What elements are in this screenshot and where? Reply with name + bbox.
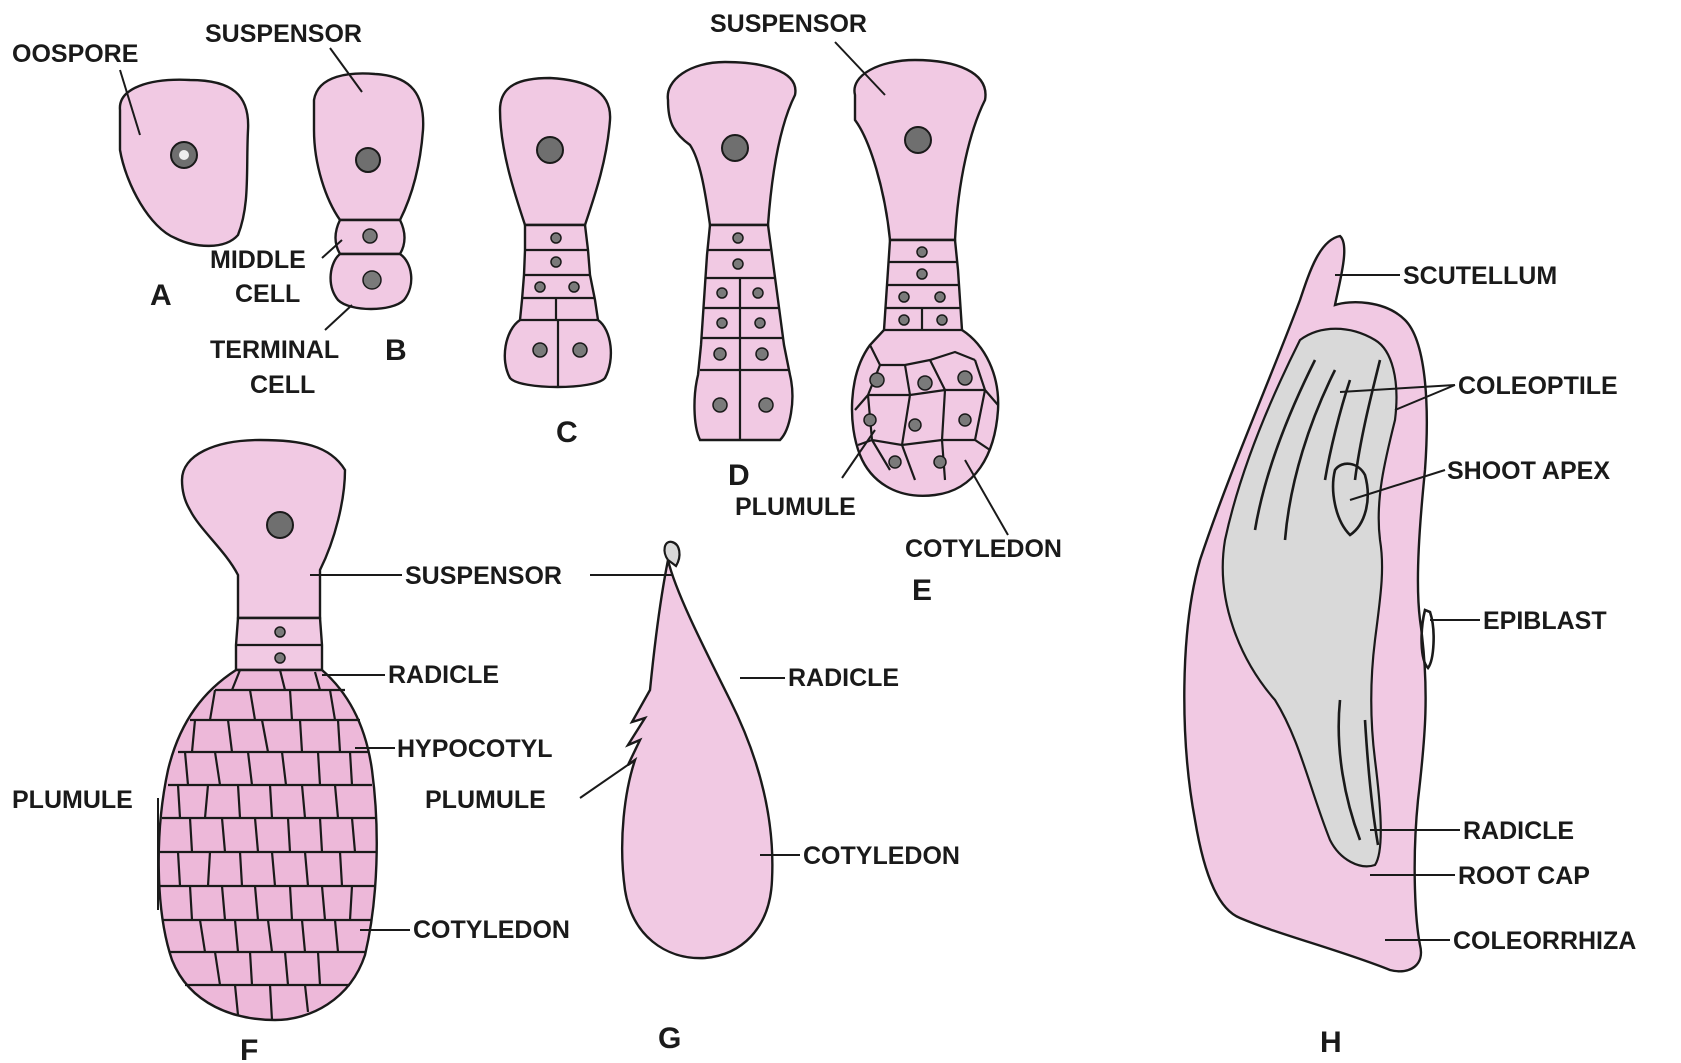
e-nucleus <box>937 315 947 325</box>
label-f-radicle: RADICLE <box>388 661 499 689</box>
c-nucleus <box>535 282 545 292</box>
label-b-suspensor: SUSPENSOR <box>205 20 362 48</box>
label-h-coleorrhiza: COLEORRHIZA <box>1453 927 1636 955</box>
d-nucleus <box>756 348 768 360</box>
oospore-nucleolus <box>179 150 189 160</box>
label-h-scutellum: SCUTELLUM <box>1403 262 1557 290</box>
label-terminal-cell-1: TERMINAL <box>210 336 339 364</box>
f-nucleus <box>275 653 285 663</box>
d-proembryo <box>694 225 792 440</box>
e-suspensor-nucleus <box>905 127 931 153</box>
label-h-radicle: RADICLE <box>1463 817 1574 845</box>
c-nucleus <box>569 282 579 292</box>
d-nucleus <box>759 398 773 412</box>
label-g-cotyledon: COTYLEDON <box>803 842 960 870</box>
label-f-cotyledon: COTYLEDON <box>413 916 570 944</box>
e-nucleus <box>864 414 876 426</box>
label-middle-cell-1: MIDDLE <box>210 246 306 274</box>
e-nucleus <box>958 371 972 385</box>
label-f-suspensor: SUSPENSOR <box>405 562 562 590</box>
panel-a-oospore <box>120 80 248 246</box>
label-e-cotyledon: COTYLEDON <box>905 535 1062 563</box>
e-nucleus <box>959 414 971 426</box>
e-nucleus <box>917 247 927 257</box>
f-nucleus <box>275 627 285 637</box>
d-nucleus <box>753 288 763 298</box>
panel-letter-a: A <box>150 279 172 312</box>
d-nucleus <box>713 398 727 412</box>
c-suspensor-nucleus <box>537 137 563 163</box>
c-nucleus <box>573 343 587 357</box>
e-nucleus <box>899 315 909 325</box>
label-g-radicle: RADICLE <box>788 664 899 692</box>
label-oospore: OOSPORE <box>12 40 138 68</box>
label-terminal-cell-2: CELL <box>250 371 315 399</box>
e-nucleus <box>935 292 945 302</box>
panel-letter-e: E <box>912 574 932 607</box>
panel-letter-h: H <box>1320 1026 1342 1059</box>
panel-letter-c: C <box>556 416 578 449</box>
panel-letter-b: B <box>385 334 407 367</box>
label-g-plumule: PLUMULE <box>425 786 546 814</box>
panel-f-embryo <box>159 440 377 1020</box>
d-nucleus <box>717 318 727 328</box>
e-nucleus <box>934 456 946 468</box>
d-nucleus <box>733 233 743 243</box>
label-middle-cell-2: CELL <box>235 280 300 308</box>
b-middle-nucleus <box>363 229 377 243</box>
label-h-coleoptile: COLEOPTILE <box>1458 372 1618 400</box>
label-f-plumule: PLUMULE <box>12 786 133 814</box>
g-embryo-body <box>622 560 772 958</box>
label-e-suspensor: SUSPENSOR <box>710 10 867 38</box>
e-nucleus <box>917 269 927 279</box>
panel-letter-d: D <box>728 459 750 492</box>
d-suspensor-nucleus <box>722 135 748 161</box>
c-nucleus <box>551 233 561 243</box>
d-nucleus <box>733 259 743 269</box>
d-nucleus <box>755 318 765 328</box>
f-suspensor-nucleus <box>267 512 293 538</box>
e-nucleus <box>909 419 921 431</box>
c-nucleus <box>533 343 547 357</box>
e-nucleus <box>889 456 901 468</box>
b-suspensor-nucleus <box>356 148 380 172</box>
label-f-hypocotyl: HYPOCOTYL <box>397 735 553 763</box>
e-nucleus <box>899 292 909 302</box>
panel-letter-f: F <box>240 1034 258 1063</box>
panel-letter-g: G <box>658 1022 681 1055</box>
d-nucleus <box>714 348 726 360</box>
panel-g-heart-embryo <box>622 542 772 958</box>
d-nucleus <box>717 288 727 298</box>
label-h-root-cap: ROOT CAP <box>1458 862 1590 890</box>
panel-b-three-cell <box>314 73 423 309</box>
b-terminal-nucleus <box>363 271 381 289</box>
panel-c-embryo <box>500 78 611 388</box>
c-nucleus <box>551 257 561 267</box>
e-nucleus <box>870 373 884 387</box>
f-suspensor-cell <box>182 440 345 618</box>
panel-h-grass-embryo <box>1184 236 1433 971</box>
b-suspensor-cell <box>314 73 423 220</box>
label-e-plumule: PLUMULE <box>735 493 856 521</box>
panel-d-embryo <box>668 62 796 440</box>
e-nucleus <box>918 376 932 390</box>
label-h-shoot-apex: SHOOT APEX <box>1447 457 1610 485</box>
label-h-epiblast: EPIBLAST <box>1483 607 1607 635</box>
